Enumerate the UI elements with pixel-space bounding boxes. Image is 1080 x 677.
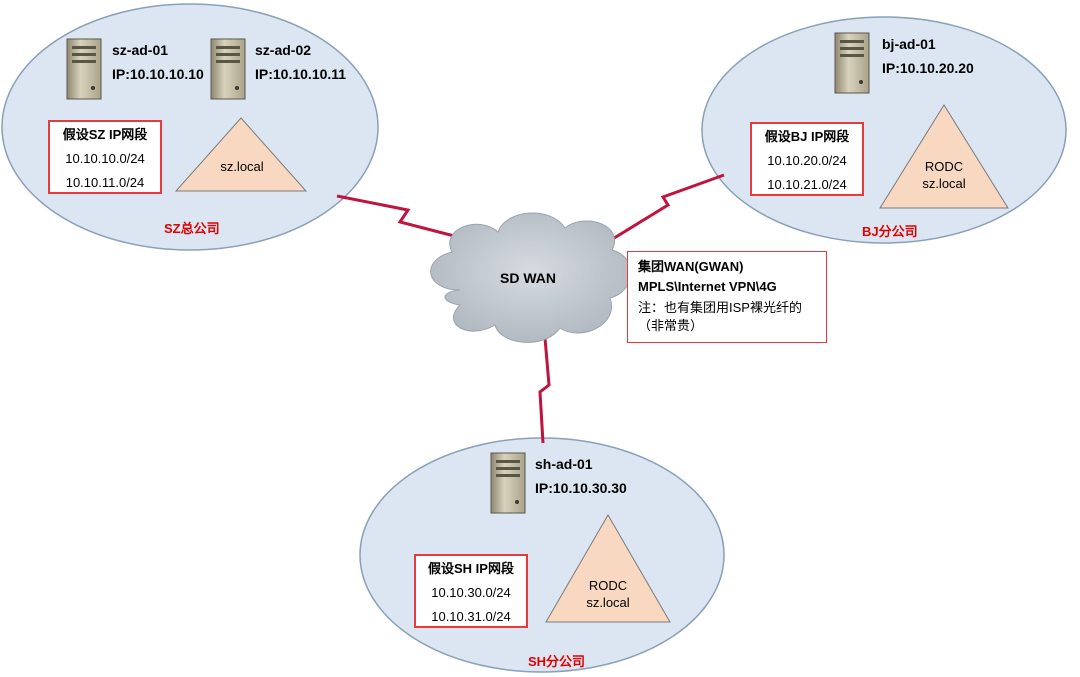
subnet: 10.10.10.0/24: [65, 151, 145, 166]
domain-name: sz.local: [220, 159, 264, 174]
server-ip: IP:10.10.10.10: [112, 66, 204, 82]
wan-note-line: （非常贵）: [638, 318, 704, 333]
domain-triangle-sz: [174, 117, 308, 192]
server-icon: [490, 452, 526, 514]
server-icon: [66, 38, 102, 100]
domain-role: RODC: [588, 578, 628, 593]
server-icon: [834, 32, 870, 94]
ip-range-title: 假设SH IP网段: [428, 561, 514, 576]
subnet: 10.10.20.0/24: [767, 153, 847, 168]
wan-note-box: 集团WAN(GWAN) MPLS\Internet VPN\4G 注：也有集团用…: [627, 251, 827, 343]
wan-link-sh: [538, 337, 551, 444]
wan-note-line: MPLS\Internet VPN\4G: [638, 279, 777, 294]
server-name: bj-ad-01: [882, 36, 936, 52]
wan-link-sz: [336, 194, 463, 240]
wan-note-line: 注：也有集团用ISP裸光纤的: [638, 300, 802, 315]
ip-range-box-sh: 假设SH IP网段 10.10.30.0/24 10.10.31.0/24: [414, 554, 528, 628]
site-label-sh: SH分公司: [528, 654, 586, 669]
domain-name: sz.local: [586, 595, 630, 610]
site-label-bj: BJ分公司: [862, 224, 918, 239]
subnet: 10.10.21.0/24: [767, 177, 847, 192]
wan-link-bj: [597, 173, 725, 250]
server-name: sz-ad-01: [112, 42, 169, 58]
domain-label-sz: sz.local: [206, 158, 278, 175]
domain-label-bj: RODC sz.local: [908, 158, 980, 192]
server-ip: IP:10.10.10.11: [255, 66, 347, 82]
wan-label: SD WAN: [500, 270, 556, 286]
ip-range-box-bj: 假设BJ IP网段 10.10.20.0/24 10.10.21.0/24: [750, 122, 864, 196]
wan-note-line: 集团WAN(GWAN): [638, 259, 744, 274]
server-ip: IP:10.10.20.20: [882, 60, 974, 76]
subnet: 10.10.30.0/24: [431, 585, 511, 600]
domain-triangle-sh: [545, 514, 671, 623]
ip-range-title: 假设SZ IP网段: [62, 127, 148, 142]
domain-triangle-bj: [879, 104, 1009, 209]
ip-range-title: 假设BJ IP网段: [764, 129, 850, 144]
subnet: 10.10.31.0/24: [431, 609, 511, 624]
server-name: sz-ad-02: [255, 42, 312, 58]
server-icon: [210, 38, 246, 100]
domain-name: sz.local: [922, 176, 966, 191]
domain-label-sh: RODC sz.local: [572, 577, 644, 611]
server-ip: IP:10.10.30.30: [535, 480, 627, 496]
subnet: 10.10.11.0/24: [65, 175, 145, 190]
server-name: sh-ad-01: [535, 456, 593, 472]
ip-range-box-sz: 假设SZ IP网段 10.10.10.0/24 10.10.11.0/24: [48, 120, 162, 194]
site-label-sz: SZ总公司: [164, 221, 220, 236]
domain-role: RODC: [924, 159, 964, 174]
